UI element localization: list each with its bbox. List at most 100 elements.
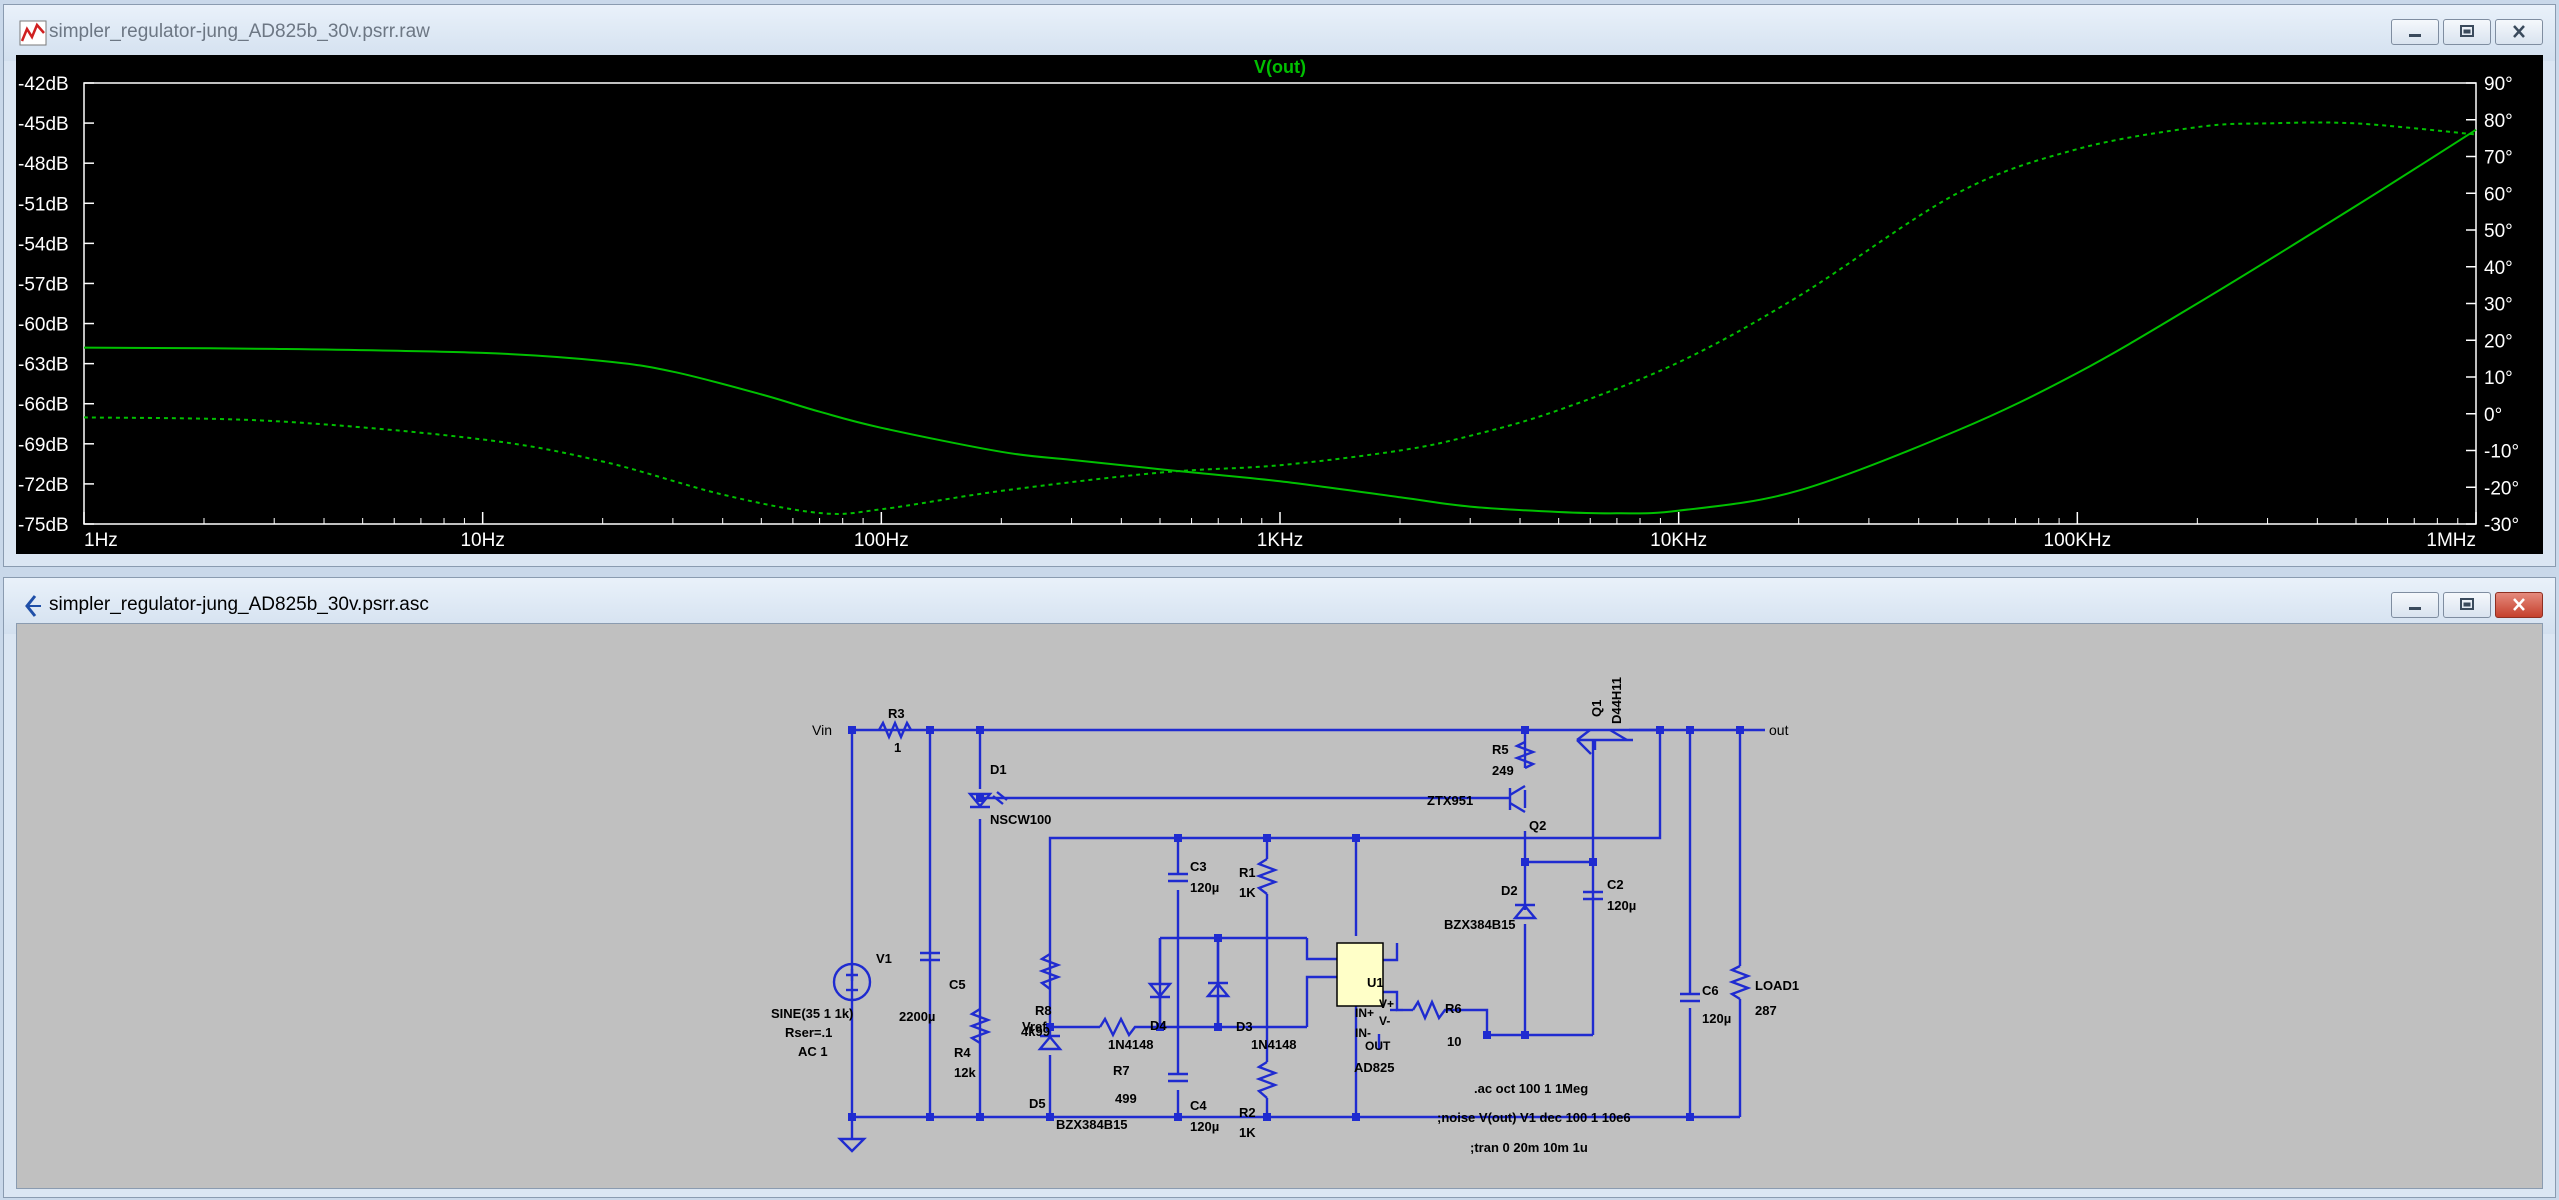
directive-ac[interactable]: .ac oct 100 1 1Meg (1474, 1081, 1588, 1096)
maximize-button[interactable] (2443, 19, 2491, 45)
diode-d2 (1512, 903, 1538, 920)
d1-led-arrows-icon (992, 791, 1008, 805)
plot-frame (83, 82, 2477, 525)
x-axis-tick-label: 10Hz (460, 530, 504, 551)
d4-label: D4 (1150, 1018, 1167, 1033)
wires (850, 728, 1765, 1119)
d2-value: BZX384B15 (1444, 917, 1516, 932)
r5-label: R5 (1492, 742, 1509, 757)
waveform-app-icon (19, 20, 47, 46)
u1-value: AD825 (1354, 1060, 1394, 1075)
load1-value: 287 (1755, 1003, 1777, 1018)
x-axis-tick-label: 1MHz (2426, 530, 2476, 551)
resistor-r3 (877, 719, 913, 741)
plot-titlebar[interactable]: simpler_regulator-jung_AD825b_30v.psrr.r… (4, 5, 2555, 61)
left-axis-tick-label: -72dB (18, 475, 69, 496)
opamp-u1 (1336, 942, 1384, 1007)
u1-pin-inminus: IN- (1355, 1026, 1371, 1040)
schematic-app-icon (25, 595, 41, 617)
plot-window-title: simpler_regulator-jung_AD825b_30v.psrr.r… (49, 21, 430, 42)
resistor-r6 (1411, 999, 1449, 1021)
diode-d5 (1037, 1034, 1063, 1051)
right-axis-tick-label: -20° (2484, 478, 2519, 499)
schematic-editor-window: simpler_regulator-jung_AD825b_30v.psrr.a… (3, 577, 2556, 1198)
r2-label: R2 (1239, 1105, 1256, 1120)
r2-value: 1K (1239, 1125, 1256, 1140)
right-axis-tick-label: -30° (2484, 515, 2519, 536)
left-axis-tick-label: -75dB (18, 515, 69, 536)
d2-label: D2 (1501, 883, 1518, 898)
left-axis-tick-label: -45dB (18, 114, 69, 135)
q2-label: Q2 (1529, 818, 1546, 833)
directive-noise[interactable]: ;noise V(out) V1 dec 100 1 10e6 (1437, 1110, 1631, 1125)
maximize-button[interactable] (2443, 592, 2491, 618)
r1-value: 1K (1239, 885, 1256, 900)
u1-pin-vminus: V- (1379, 1014, 1390, 1028)
right-axis-tick-label: 60° (2484, 184, 2513, 205)
resistor-r4 (968, 1007, 992, 1045)
load1-label: LOAD1 (1755, 978, 1799, 993)
transistor-q1 (1576, 738, 1633, 755)
directive-tran[interactable]: ;tran 0 20m 10m 1u (1470, 1140, 1588, 1155)
d3-label: D3 (1236, 1019, 1253, 1034)
d5-label: D5 (1029, 1096, 1046, 1111)
c4-label: C4 (1190, 1098, 1207, 1113)
net-label-vref: Vref (1022, 1019, 1047, 1034)
schematic-drawing[interactable]: Vin out Vref R3 1 D1 NSCW100 R5 249 Q1 D… (17, 624, 2542, 1188)
capacitors (920, 872, 1700, 1083)
c3-label: C3 (1190, 859, 1207, 874)
r6-value: 10 (1447, 1034, 1461, 1049)
q1-label: Q1 (1589, 700, 1604, 717)
right-axis-tick-label: 20° (2484, 331, 2513, 352)
v1-value-rser: Rser=.1 (785, 1025, 832, 1040)
voltage-source-v1 (832, 962, 872, 1002)
plot-pane[interactable]: V(out)-42dB-45dB-48dB-51dB-54dB-57dB-60d… (16, 55, 2543, 554)
close-button[interactable] (2495, 19, 2543, 45)
schematic-canvas[interactable]: Vin out Vref R3 1 D1 NSCW100 R5 249 Q1 D… (16, 623, 2543, 1189)
right-axis-tick-label: -10° (2484, 442, 2519, 463)
restore-icon (2460, 598, 2474, 610)
transistors (1508, 738, 1633, 814)
x-axis-tick-label: 1Hz (84, 530, 118, 551)
close-button[interactable] (2495, 592, 2543, 618)
right-axis-tick-label: 80° (2484, 111, 2513, 132)
x-axis-tick-label: 100Hz (854, 530, 909, 551)
u1-pin-out: OUT (1365, 1039, 1391, 1053)
r3-value: 1 (894, 740, 901, 755)
capacitor-c2 (1583, 890, 1603, 901)
r4-label: R4 (954, 1045, 971, 1060)
u1-pin-vplus: V+ (1379, 997, 1394, 1011)
capacitor-c6 (1680, 992, 1700, 1003)
x-axis-tick-label: 1KHz (1257, 530, 1303, 551)
net-label-out: out (1769, 722, 1789, 738)
right-axis-tick-label: 50° (2484, 221, 2513, 242)
c3-value: 120µ (1190, 880, 1219, 895)
resistor-load1 (1728, 964, 1752, 1001)
c2-label: C2 (1607, 877, 1624, 892)
bode-plot[interactable]: V(out)-42dB-45dB-48dB-51dB-54dB-57dB-60d… (16, 55, 2543, 554)
d4-value: 1N4148 (1108, 1037, 1154, 1052)
resistor-r8 (1038, 952, 1062, 990)
left-axis-tick-label: -48dB (18, 154, 69, 175)
u1-pin-inplus: IN+ (1355, 1006, 1374, 1020)
diode-d1 (967, 792, 993, 809)
v1-value-ac: AC 1 (798, 1044, 828, 1059)
x-axis-tick-label: 100KHz (2044, 530, 2112, 551)
minimize-button[interactable] (2391, 19, 2439, 45)
c2-value: 120µ (1607, 898, 1636, 913)
right-axis-tick-label: 10° (2484, 368, 2513, 389)
minimize-icon (2409, 607, 2421, 610)
close-icon (2513, 25, 2525, 38)
left-axis-tick-label: -63dB (18, 355, 69, 376)
right-axis-tick-label: 90° (2484, 74, 2513, 95)
d5-value: BZX384B15 (1056, 1117, 1128, 1132)
phase-trace (83, 121, 2477, 515)
minimize-button[interactable] (2391, 592, 2439, 618)
r4-value: 12k (954, 1065, 976, 1080)
r3-label: R3 (888, 706, 905, 721)
r1-label: R1 (1239, 865, 1256, 880)
resistors (877, 719, 1752, 1099)
capacitor-c5 (920, 951, 940, 962)
x-axis-tick-label: 10KHz (1650, 530, 1707, 551)
c4-value: 120µ (1190, 1119, 1219, 1134)
